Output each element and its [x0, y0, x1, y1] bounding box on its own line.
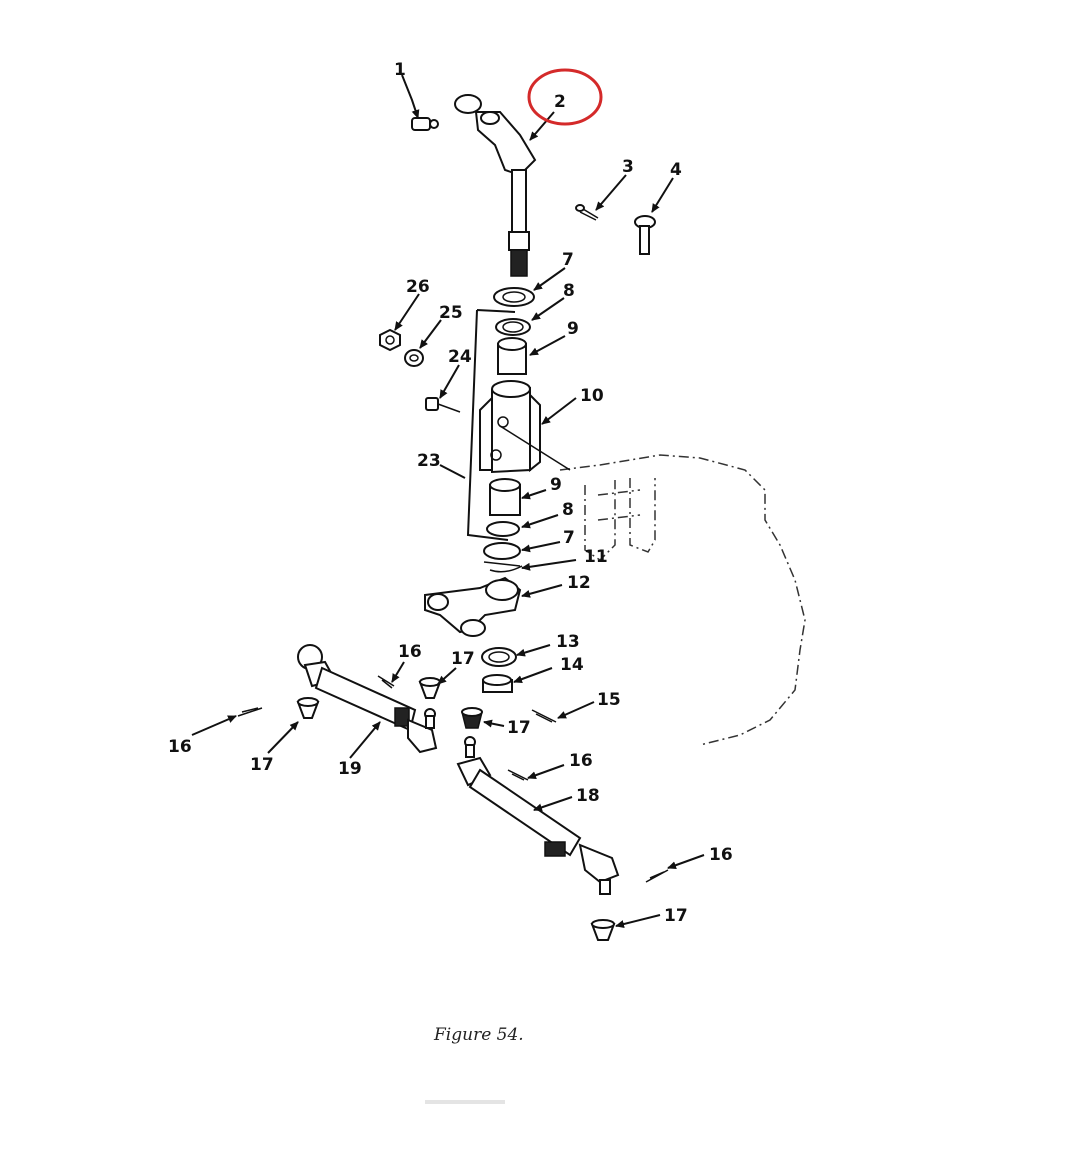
- part-17-seal-a: [418, 677, 442, 699]
- housing-outline: [559, 454, 806, 746]
- callout-16-c: 16: [569, 751, 593, 771]
- callout-11: 11: [584, 547, 608, 567]
- callout-17-b: 17: [250, 755, 274, 775]
- part-16-cotter-pin-a: [377, 675, 395, 689]
- callout-23: 23: [417, 451, 441, 471]
- callout-18: 18: [576, 786, 600, 806]
- part-15-cotter-pin: [531, 709, 557, 723]
- part-16-cotter-pin-b: [237, 707, 263, 717]
- callout-10: 10: [580, 386, 604, 406]
- callout-19: 19: [338, 759, 362, 779]
- callout-7-upper: 7: [562, 250, 574, 270]
- part-3-cotter-pin: [575, 204, 599, 221]
- callout-8-lower: 8: [562, 500, 574, 520]
- callout-4: 4: [670, 160, 682, 180]
- part-2-steering-arm-shaft: [454, 94, 537, 277]
- part-12-pitman-arm: [424, 576, 522, 637]
- part-14-castle-nut: [482, 674, 513, 693]
- callout-16-d: 16: [709, 845, 733, 865]
- scan-smudge: [425, 1100, 505, 1104]
- callout-15: 15: [597, 690, 621, 710]
- callout-17-d: 17: [664, 906, 688, 926]
- part-23-assembly-bracket: [466, 309, 516, 541]
- part-26-nut: [379, 328, 401, 352]
- leader-lines: [191, 74, 705, 928]
- part-17-seal-b: [296, 697, 320, 719]
- part-19-drag-link: [297, 644, 438, 754]
- highlight-circle: [527, 68, 603, 126]
- callout-25: 25: [439, 303, 463, 323]
- callout-9-upper: 9: [567, 319, 579, 339]
- callout-17-c: 17: [507, 718, 531, 738]
- callout-1: 1: [394, 60, 406, 80]
- callout-9-lower: 9: [550, 475, 562, 495]
- callout-16-a: 16: [398, 642, 422, 662]
- figure-caption: Figure 54.: [433, 1025, 524, 1045]
- part-10-housing: [479, 380, 571, 474]
- callout-14: 14: [560, 655, 584, 675]
- housing-bracket: [584, 478, 656, 561]
- upper-washers-bearing: [493, 287, 535, 375]
- part-4-pin: [634, 215, 656, 255]
- part-18-tie-rod: [456, 736, 620, 895]
- callout-2: 2: [554, 92, 566, 112]
- callout-16-b: 16: [168, 737, 192, 757]
- part-11-cotter-pin: [489, 565, 523, 573]
- callout-12: 12: [567, 573, 591, 593]
- callout-3: 3: [622, 157, 634, 177]
- part-17-seal-c: [461, 707, 483, 729]
- callout-24: 24: [448, 347, 472, 367]
- part-17-seal-d: [590, 919, 616, 941]
- callout-17-a: 17: [451, 649, 475, 669]
- part-16-cotter-pin-d: [645, 869, 669, 883]
- callout-7-lower: 7: [563, 528, 575, 548]
- lower-bearing-washers: [483, 478, 521, 567]
- part-1-grease-fitting: [411, 117, 439, 131]
- callout-26: 26: [406, 277, 430, 297]
- part-24-bolt: [425, 397, 461, 413]
- callout-labels: 1 2 3 4 7 8 9 26 25 24 10 23 9 8 7 11 12…: [168, 60, 733, 926]
- callout-8-upper: 8: [563, 281, 575, 301]
- part-13-washer: [481, 647, 517, 667]
- callout-13: 13: [556, 632, 580, 652]
- part-25-washer: [404, 349, 424, 367]
- part-16-cotter-pin-c: [507, 769, 529, 781]
